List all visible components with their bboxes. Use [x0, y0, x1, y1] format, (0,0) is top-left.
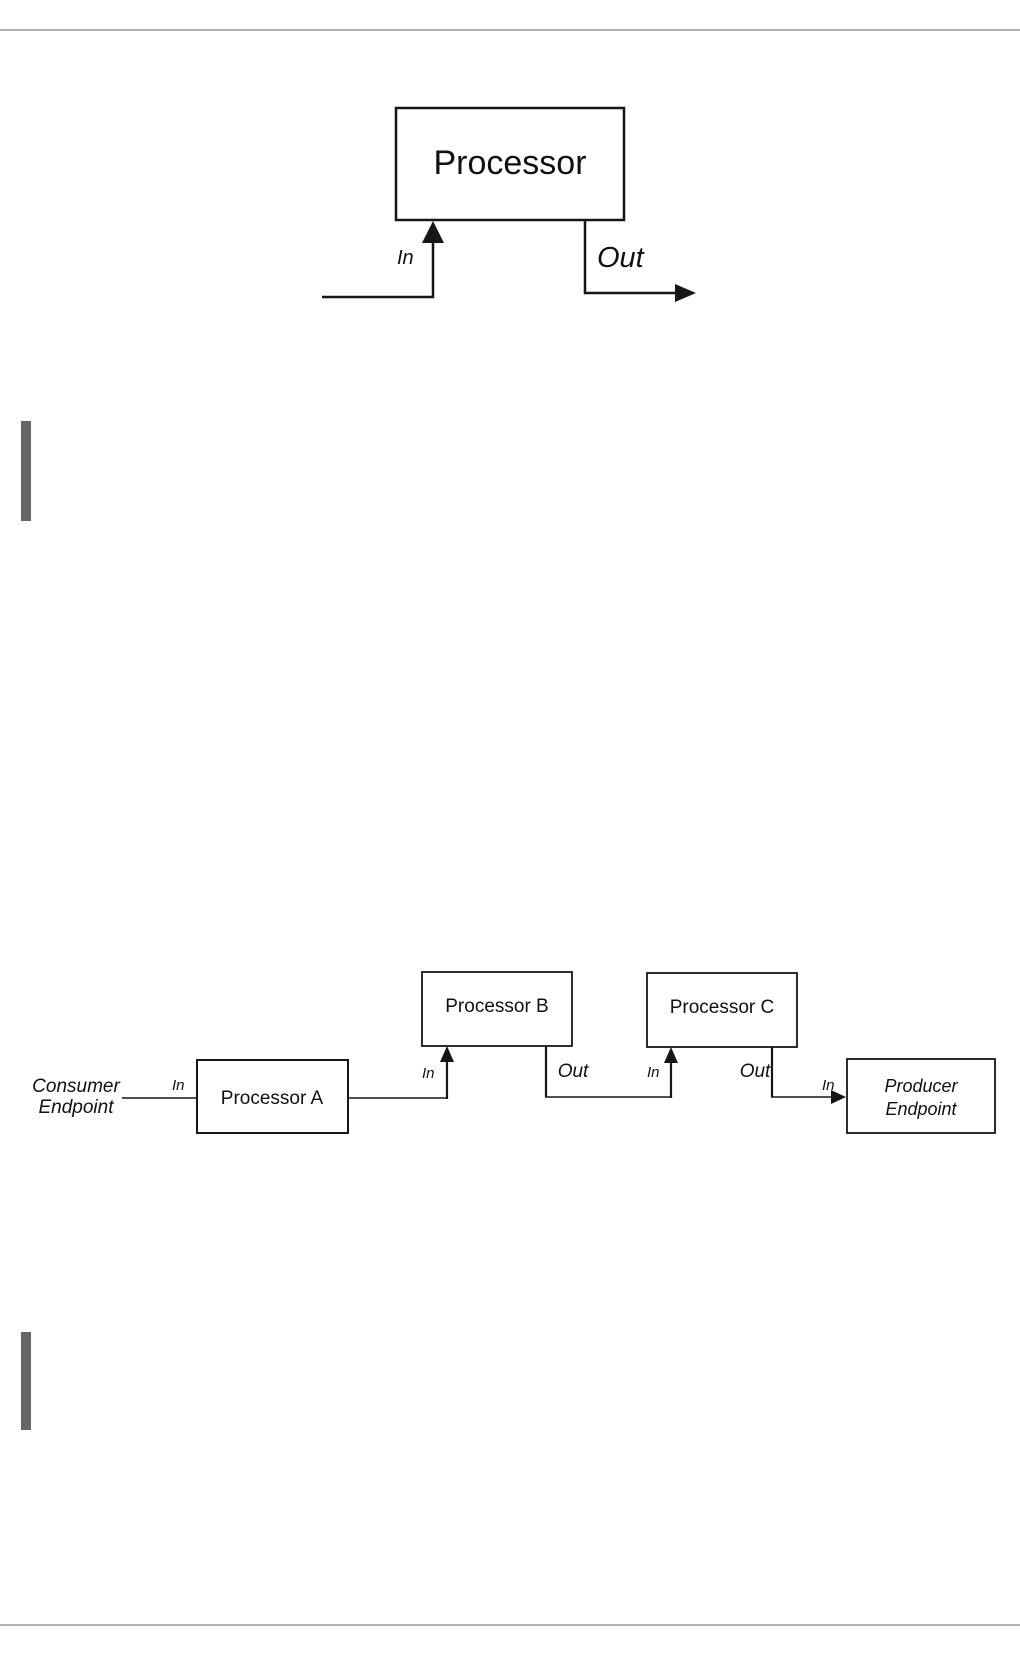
out-arrowhead-icon: [675, 284, 696, 302]
in-label-a-to-b: In: [422, 1065, 435, 1082]
in-flow-line: [322, 241, 435, 299]
processor-box-label: Processor: [433, 144, 586, 182]
change-bar: [21, 1332, 31, 1430]
out-label-c: Out: [740, 1061, 771, 1082]
out-label-b: Out: [558, 1061, 589, 1082]
in-arrowhead-icon: [422, 221, 444, 243]
a-to-b-arrowhead-icon: [440, 1046, 454, 1062]
b-to-c-arrowhead-icon: [664, 1047, 678, 1063]
in-label: In: [397, 247, 414, 269]
producer-endpoint-box: [846, 1058, 996, 1134]
producer-endpoint-label-line2: Endpoint: [885, 1099, 957, 1119]
processor-c-box: [646, 972, 798, 1048]
processor-a-label: Processor A: [221, 1088, 324, 1109]
c-to-producer-arrowhead-icon: [831, 1090, 846, 1104]
consumer-endpoint-label-line2: Endpoint: [38, 1097, 114, 1118]
processor-a-box: [196, 1059, 349, 1134]
page-bottom-rule: [0, 1624, 1020, 1626]
processor-c-label: Processor C: [670, 997, 775, 1018]
producer-endpoint-label-line1: Producer: [884, 1076, 958, 1096]
processor-b-label: Processor B: [445, 996, 548, 1017]
processor-b-box: [421, 971, 573, 1047]
pipeline-diagram: Consumer Endpoint In Processor A In Proc…: [32, 971, 996, 1134]
in-label-consumer-to-a: In: [172, 1077, 185, 1094]
processor-box: [394, 106, 626, 222]
processor-exchange-diagram: Processor In Out: [322, 106, 696, 302]
in-label-b-to-c: In: [647, 1064, 660, 1081]
page-top-rule: [0, 29, 1020, 31]
consumer-endpoint-label-line1: Consumer: [32, 1076, 120, 1097]
in-label-to-producer: In: [822, 1077, 835, 1094]
change-bar: [21, 421, 31, 521]
out-flow-line: [583, 220, 678, 295]
out-label: Out: [597, 242, 646, 274]
